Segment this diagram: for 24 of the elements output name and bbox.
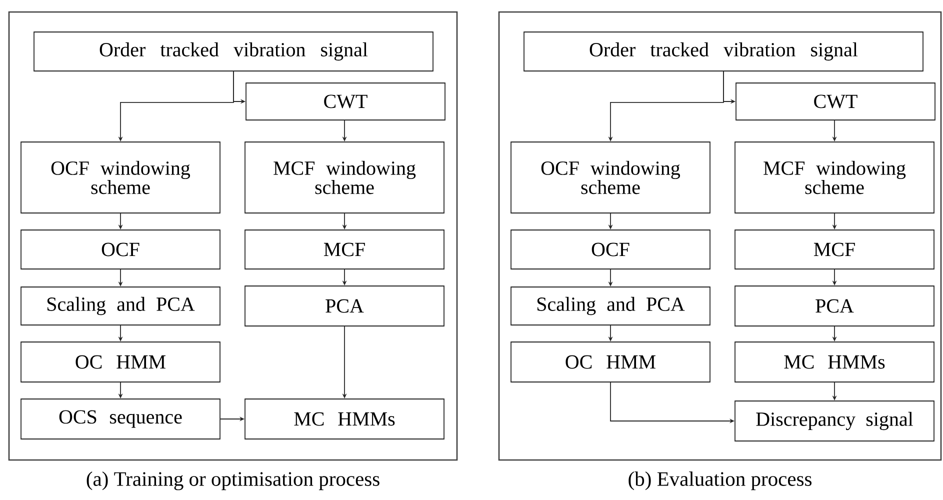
process-box: MCF (244, 230, 444, 270)
node-label: (b) Evaluation process (628, 472, 812, 490)
process-box: MCF windowing scheme (734, 142, 934, 214)
process-box: OCF (20, 230, 220, 270)
process-box: MC HMMs (734, 342, 934, 382)
process-box: Scaling and PCA (510, 286, 710, 326)
process-box: Discrepancy signal (734, 400, 934, 442)
process-box: OCF (510, 230, 710, 270)
process-box: CWT (246, 82, 446, 120)
process-box: MC HMMs (244, 398, 444, 440)
process-box: OCF windowing scheme (20, 142, 220, 214)
process-box: PCA (734, 286, 934, 326)
process-box: MCF windowing scheme (244, 142, 444, 214)
process-box: OC HMM (510, 342, 710, 382)
process-box: PCA (244, 286, 444, 326)
node-label: (a) Training or optimisation process (86, 472, 380, 490)
process-box: CWT (736, 82, 936, 120)
process-box: OCS sequence (20, 398, 220, 440)
process-box: OC HMM (20, 342, 220, 382)
process-box: Scaling and PCA (20, 286, 220, 326)
process-box: Order tracked vibration signal (34, 32, 434, 72)
process-box: MCF (734, 230, 934, 270)
process-box: OCF windowing scheme (510, 142, 710, 214)
process-box: Order tracked vibration signal (524, 32, 924, 72)
